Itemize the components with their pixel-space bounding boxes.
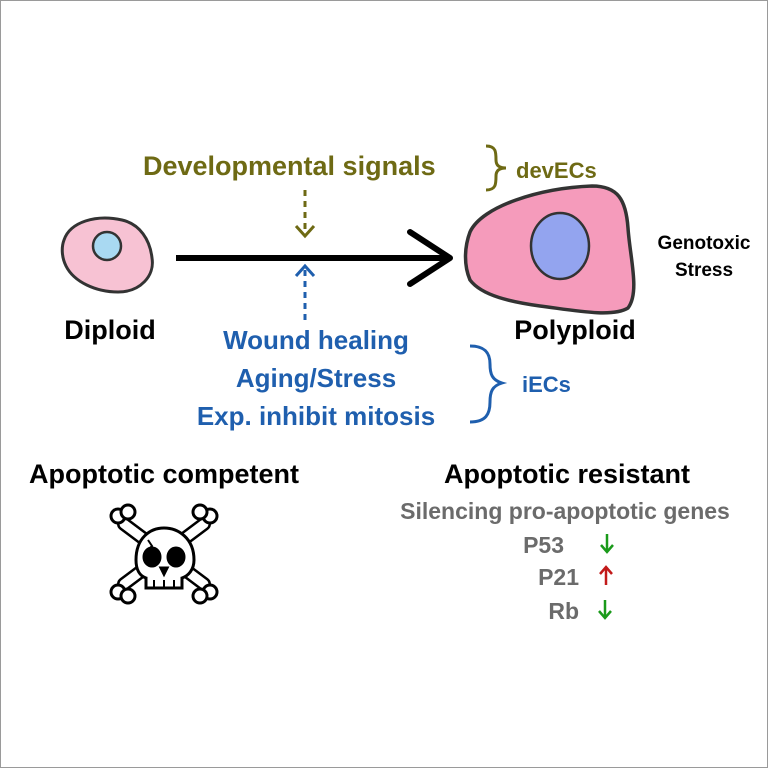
dev-arrowhead <box>294 224 316 239</box>
developmental-signals-label: Developmental signals <box>143 151 436 181</box>
stress-label: Stress <box>675 260 733 281</box>
iecs-label: iECs <box>522 372 571 397</box>
gene-list: P53 P21 Rb <box>523 532 614 624</box>
apoptotic-resistant-label: Apoptotic resistant <box>444 459 690 489</box>
dev-brace <box>485 144 507 192</box>
apoptotic-competent-label: Apoptotic competent <box>29 459 299 489</box>
iecs-brace <box>469 344 508 424</box>
gene-name: Rb <box>548 598 579 624</box>
main-arrowhead <box>407 229 453 287</box>
arrow-down-icon <box>600 534 614 554</box>
genotoxic-label: Genotoxic <box>658 233 751 254</box>
induced-arrowhead <box>294 263 316 278</box>
exp-inhibit-label: Exp. inhibit mitosis <box>197 401 435 431</box>
arrow-up-icon <box>599 565 613 585</box>
dev-ecs-label: devECs <box>516 158 597 183</box>
arrow-down-icon <box>598 600 612 620</box>
gene-name: P21 <box>538 564 579 590</box>
polyploid-label: Polyploid <box>514 315 636 345</box>
wound-healing-label: Wound healing <box>223 325 409 355</box>
gene-name: P53 <box>523 532 564 558</box>
polyploid-cell-icon <box>463 184 636 315</box>
diploid-cell-icon <box>60 216 154 294</box>
silencing-label: Silencing pro-apoptotic genes <box>400 498 730 524</box>
aging-stress-label: Aging/Stress <box>236 363 396 393</box>
diploid-label: Diploid <box>64 315 155 345</box>
skull-crossbones-icon <box>109 503 219 605</box>
